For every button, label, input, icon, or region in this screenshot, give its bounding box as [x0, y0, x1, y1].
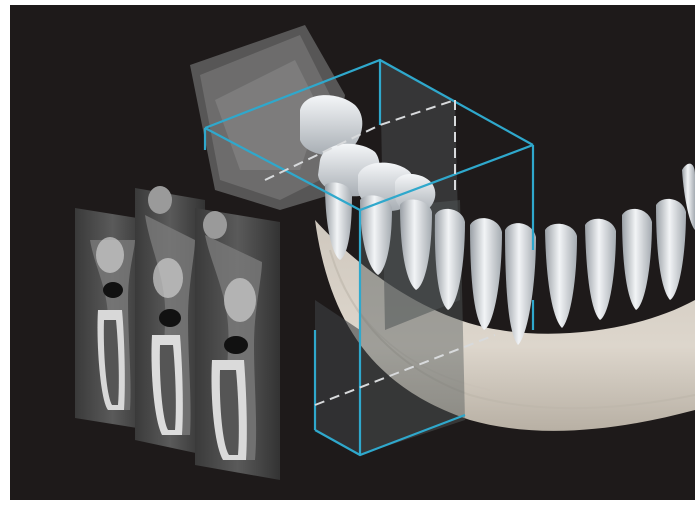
ct-slice-2: [135, 186, 205, 455]
ct-slice-3: [195, 208, 280, 480]
